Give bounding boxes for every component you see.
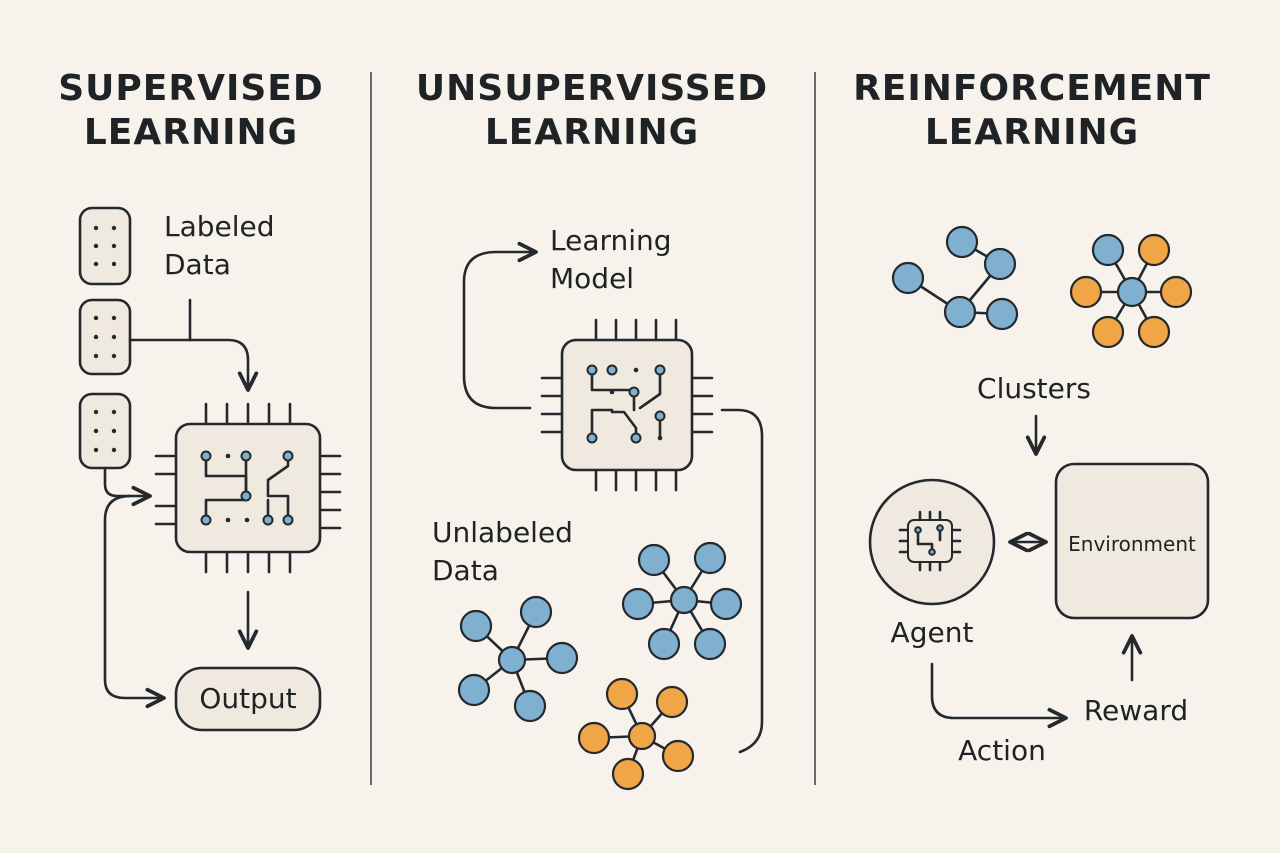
supervised-title-line1: SUPERVISED (58, 68, 324, 109)
reinforcement-title-line1: REINFORCEMENT (853, 68, 1211, 109)
learning-model-label-line2: Model (550, 262, 634, 295)
unsupervised-section: UNSUPERVISSED LEARNING Learning Model (416, 68, 768, 791)
chip-icon (154, 402, 342, 574)
data-card-icon (78, 298, 132, 376)
unlabeled-data-label-line1: Unlabeled (432, 516, 573, 549)
data-card-icon (78, 392, 132, 470)
action-label: Action (958, 734, 1046, 767)
unsupervised-title-line2: LEARNING (485, 112, 699, 153)
action-arrow (930, 662, 1068, 729)
cluster-graph-icon (621, 541, 743, 661)
environment-label: Environment (1068, 532, 1196, 556)
output-label: Output (199, 682, 296, 715)
chip-icon (540, 318, 714, 492)
reinforcement-title-line2: LEARNING (925, 112, 1139, 153)
arrow-to-chip-side (103, 466, 152, 507)
agent-label: Agent (891, 616, 974, 649)
unlabeled-data-label-line2: Data (432, 554, 499, 587)
supervised-section: SUPERVISED LEARNING Labeled Data (58, 68, 342, 732)
feedback-loop-arrow (462, 241, 538, 410)
labeled-data-label-line1: Labeled (164, 210, 275, 243)
reward-label: Reward (1084, 694, 1188, 727)
clusters-label: Clusters (977, 372, 1091, 405)
right-connector (720, 408, 764, 754)
agent-node (868, 478, 996, 606)
labeled-data-label-line2: Data (164, 248, 231, 281)
cluster-graph-icon (1069, 233, 1193, 349)
cluster-graph-icon (457, 595, 579, 723)
cluster-graph-icon (577, 677, 695, 791)
learning-model-label-line1: Learning (550, 224, 672, 257)
data-card-icon (78, 206, 132, 286)
arrow-to-chip (128, 338, 259, 392)
reinforcement-section: REINFORCEMENT LEARNING (853, 68, 1211, 767)
unsupervised-title-line1: UNSUPERVISSED (416, 68, 768, 109)
environment-box (1054, 462, 1210, 620)
output-box (174, 666, 322, 732)
arrow-to-output (103, 494, 166, 709)
agent-chip-icon (898, 510, 962, 572)
supervised-title-line2: LEARNING (84, 112, 298, 153)
cluster-graph-icon (891, 225, 1019, 331)
